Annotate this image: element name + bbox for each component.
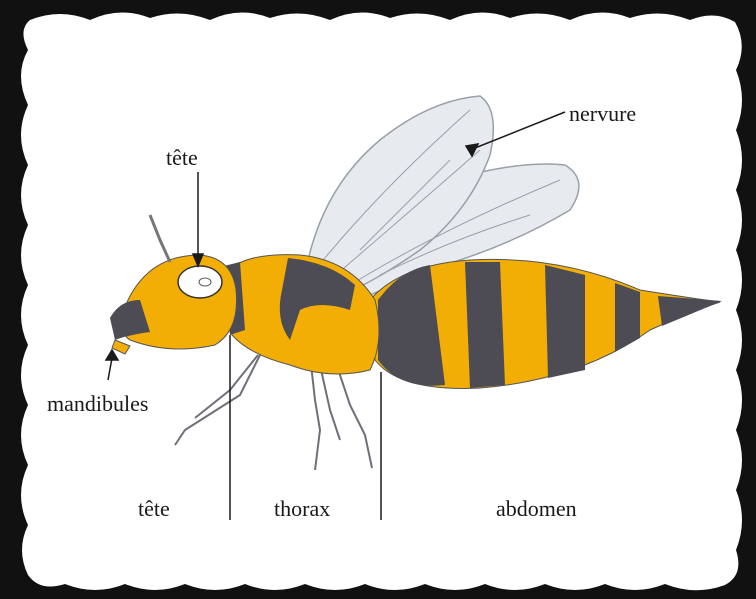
- label-nervure: nervure: [569, 103, 636, 125]
- label-tete-head-arrow: tête: [166, 147, 198, 169]
- label-mandibules: mandibules: [47, 393, 148, 415]
- label-tete-segment: tête: [138, 498, 170, 520]
- abdomen-stripe-3: [545, 265, 585, 378]
- label-abdomen: abdomen: [496, 498, 577, 520]
- abdomen-stripe-2: [465, 262, 505, 388]
- compound-eye: [178, 266, 222, 298]
- label-thorax: thorax: [274, 498, 330, 520]
